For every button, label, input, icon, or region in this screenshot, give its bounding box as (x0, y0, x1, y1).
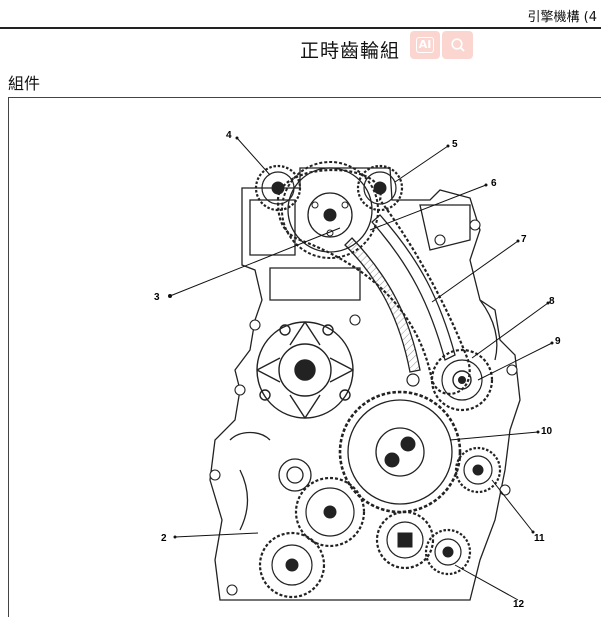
section-label: 組件 (8, 74, 41, 93)
gear-12 (424, 528, 472, 576)
page-title: 正時齒輪組 (300, 40, 401, 62)
tensioner-bolt (406, 373, 420, 387)
crankshaft-gear (338, 390, 462, 514)
callout-5: 5 (452, 139, 458, 150)
ai-label: AI (415, 37, 435, 53)
running-header: 引擎機構 (4 (0, 0, 601, 30)
engine-block-outline (209, 167, 521, 601)
leader-lines (169, 137, 553, 601)
idler-sprocket (430, 348, 494, 412)
callout-4: 4 (226, 130, 232, 141)
water-pump (256, 321, 354, 419)
bottom-left-gear (258, 531, 326, 599)
callout-10: 10 (541, 426, 553, 437)
search-button[interactable] (442, 31, 473, 59)
callout-6: 6 (491, 178, 497, 189)
ai-button[interactable]: AI (410, 31, 440, 59)
callout-8: 8 (549, 296, 555, 307)
left-lower-gear (294, 476, 366, 548)
left-cam-sprocket (254, 164, 302, 212)
gear-11 (454, 446, 502, 494)
oil-pump-housing (278, 458, 312, 492)
callout-7: 7 (521, 234, 527, 245)
running-title: 引擎機構 (4 (527, 10, 597, 25)
callout-12: 12 (513, 599, 525, 607)
right-cam-sprocket (356, 164, 404, 212)
callout-numbers: 2 3 4 5 6 7 8 9 10 11 12 (154, 130, 561, 607)
callout-9: 9 (555, 336, 561, 347)
housing-bolts (209, 219, 518, 596)
callout-2: 2 (161, 533, 167, 544)
bottom-middle-gear (375, 510, 435, 570)
diagram-frame (8, 97, 601, 617)
leader-dots (168, 136, 554, 539)
callout-11: 11 (534, 533, 545, 544)
callout-3: 3 (154, 292, 160, 303)
header-rule (0, 27, 601, 29)
search-icon (450, 38, 465, 52)
